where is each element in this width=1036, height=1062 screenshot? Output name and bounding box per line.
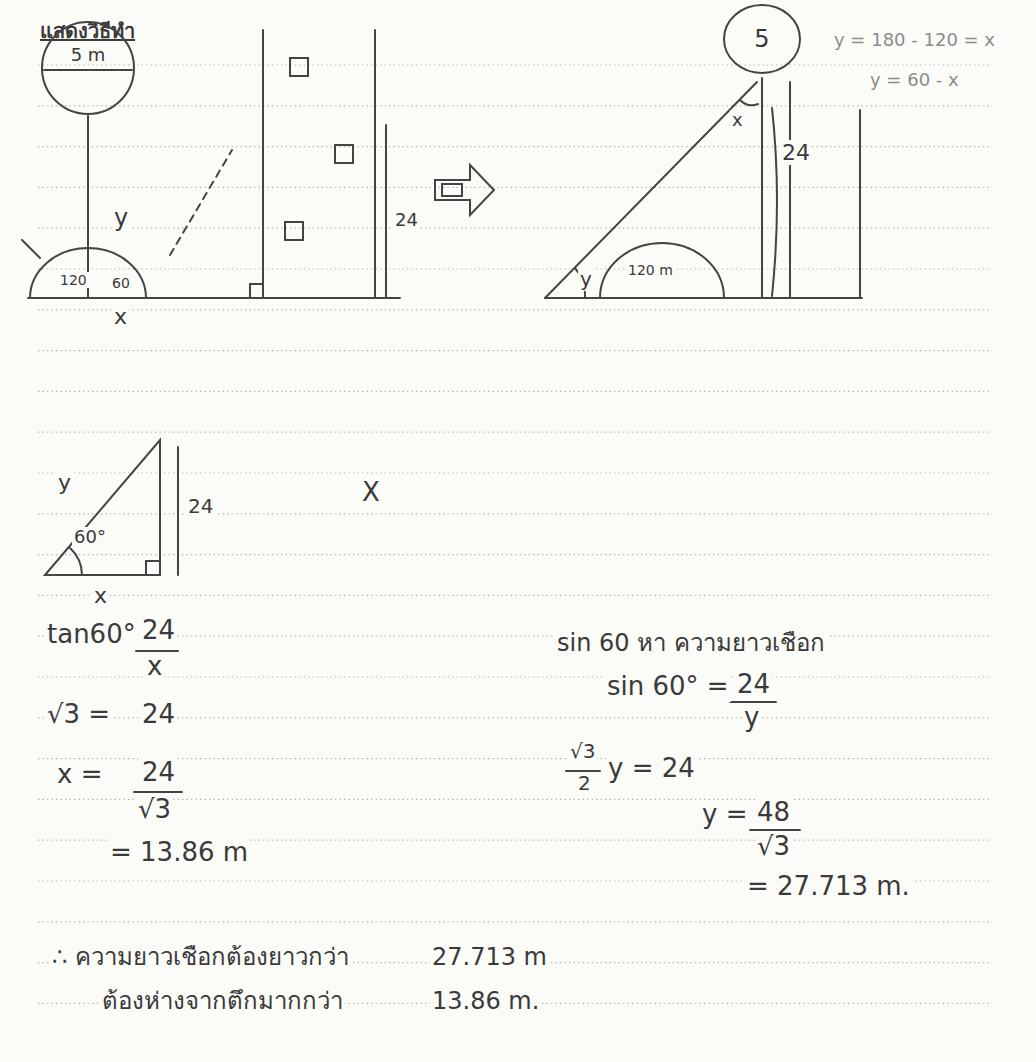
equation-text: 48 xyxy=(755,798,792,828)
ruled-line xyxy=(38,554,992,555)
ruled-line xyxy=(38,64,992,65)
equation-text: 24 xyxy=(140,700,177,730)
sketch-label: X xyxy=(360,478,382,508)
sketch-label: 60 xyxy=(110,275,132,291)
equation-text: sin 60° = xyxy=(605,672,731,702)
ruled-line xyxy=(38,636,992,637)
equation-text: 2 xyxy=(576,772,593,795)
sketch-label: 120 m xyxy=(626,262,675,278)
equation-text: = 13.86 m xyxy=(108,838,250,868)
equation-text: √3 xyxy=(755,832,792,862)
equation-text: x xyxy=(145,652,164,682)
sketch-label: y = 180 - 120 = x xyxy=(832,30,997,51)
ruled-line xyxy=(38,228,992,229)
sketch-label: y xyxy=(112,205,130,233)
equation-text: 27.713 m xyxy=(430,944,549,972)
ruled-line xyxy=(38,758,992,759)
ruled-line xyxy=(38,717,992,718)
sketch-label: 24 xyxy=(393,210,420,231)
ruled-line xyxy=(38,595,992,596)
equation-text: ต้องห่างจากตึกมากกว่า xyxy=(100,988,345,1016)
sketch-label: 60° xyxy=(72,527,108,548)
equation-text: √3 xyxy=(136,795,173,825)
equation-text: y = xyxy=(700,800,749,830)
sketch-label: x xyxy=(112,304,129,329)
ruled-line xyxy=(38,350,992,351)
sketch-label: 24 xyxy=(186,495,215,518)
equation-text: √3 = xyxy=(45,700,112,730)
balloon-label: 5 xyxy=(754,25,769,54)
sketch-label: x xyxy=(730,110,745,131)
equation-text: 24 xyxy=(140,616,177,646)
sketch-label: y xyxy=(578,268,594,291)
equation-text: 13.86 m. xyxy=(430,988,541,1016)
sketch-label: 24 xyxy=(780,140,812,165)
ruled-line xyxy=(38,799,992,800)
equation-text: x = xyxy=(55,760,104,790)
ruled-line xyxy=(38,472,992,473)
balloon-label: 5 m xyxy=(71,44,106,66)
equation-text: = 27.713 m. xyxy=(745,872,912,902)
balloon-circle: 5 xyxy=(722,3,802,75)
ruled-line xyxy=(38,432,992,433)
equation-text: y = 24 xyxy=(606,754,697,784)
equation-text: ∴ ความยาวเชือกต้องยาวกว่า xyxy=(50,944,351,972)
equation-text: sin 60 หา ความยาวเชือก xyxy=(555,630,827,658)
sketch-label: x xyxy=(92,583,109,608)
ruled-line xyxy=(38,309,992,310)
equation-text: √3 xyxy=(568,740,597,763)
circle-outline xyxy=(40,20,136,116)
ruled-line xyxy=(38,676,992,677)
ruled-line xyxy=(38,513,992,514)
ruled-line xyxy=(38,391,992,392)
sketch-label: 120 xyxy=(58,272,89,288)
ruled-line xyxy=(38,921,992,922)
ruled-line xyxy=(38,187,992,188)
equation-text: 24 xyxy=(735,670,772,700)
ruled-line xyxy=(38,268,992,269)
sketch-label: y = 60 - x xyxy=(868,70,961,91)
sketch-label: y xyxy=(56,470,73,495)
ruled-line xyxy=(38,146,992,147)
ruled-line xyxy=(38,105,992,106)
equation-text: 24 xyxy=(140,758,177,788)
balloon-circle: 5 m xyxy=(40,20,136,116)
equation-text: y xyxy=(742,703,761,733)
